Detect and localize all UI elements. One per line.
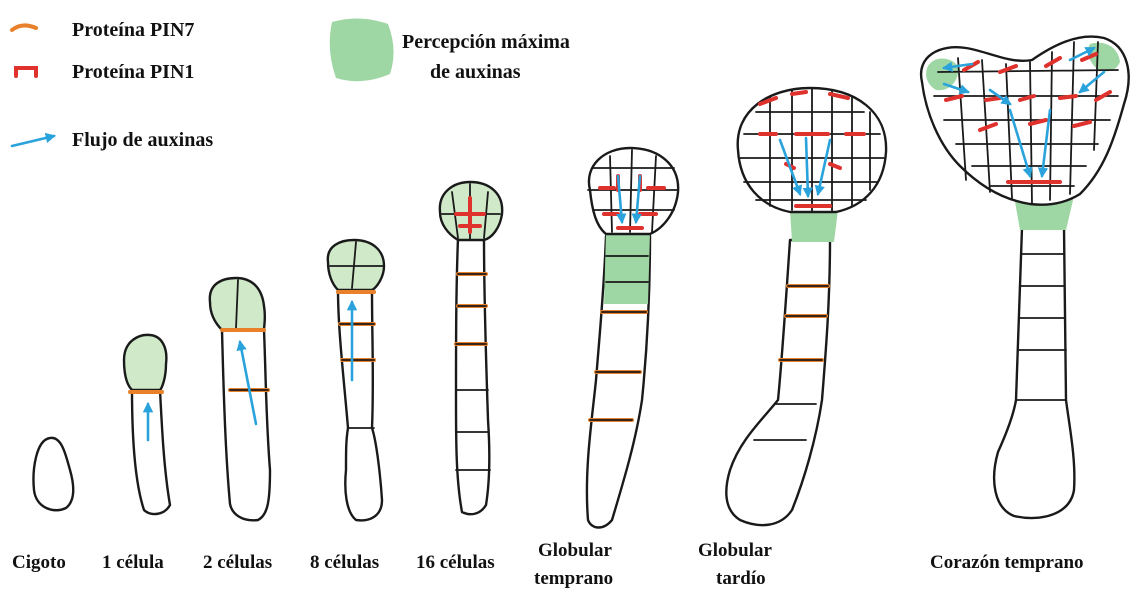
hypophysis [790, 210, 838, 242]
stage-label-early-globular-1: Globular [538, 540, 612, 561]
pin1-legend-label: Proteína PIN1 [72, 61, 194, 83]
pin7-swatch [12, 25, 36, 30]
stage-label-zygote: Cigoto [12, 552, 66, 573]
stage-two-cells [210, 278, 270, 520]
stage-label-eight-cells: 8 células [310, 552, 379, 573]
stage-zygote [34, 438, 74, 510]
auxin-max-legend-line2: de auxinas [430, 61, 521, 83]
flow-arrow-swatch [12, 136, 54, 146]
suspensor [222, 330, 270, 520]
stage-sixteen-cells [440, 182, 502, 514]
pin7-legend-label: Proteína PIN7 [72, 19, 194, 41]
stage-label-late-globular-2: tardío [716, 568, 766, 589]
proembryo [589, 148, 678, 234]
zygote-cell [34, 438, 74, 510]
stage-early-globular [587, 148, 678, 528]
hypophysis [604, 232, 650, 304]
suspensor [456, 238, 489, 514]
pin1-swatch [16, 68, 36, 76]
stage-labels: Cigoto 1 célula 2 células 8 células 16 c… [12, 540, 1084, 589]
auxin-max-legend-line1: Percepción máxima [402, 31, 570, 53]
stage-label-one-cell: 1 célula [102, 552, 164, 573]
stage-eight-cells [328, 240, 384, 520]
stage-label-late-globular-1: Globular [698, 540, 772, 561]
stage-label-two-cells: 2 células [203, 552, 272, 573]
auxin-max-swatch [330, 18, 394, 81]
stage-label-early-heart: Corazón temprano [930, 552, 1084, 573]
stage-early-heart [921, 37, 1129, 518]
stage-label-early-globular-2: temprano [534, 568, 613, 589]
stage-label-sixteen-cells: 16 células [416, 552, 495, 573]
suspensor [726, 240, 830, 525]
suspensor [994, 228, 1074, 518]
legend: Proteína PIN7 Proteína PIN1 Flujo de aux… [12, 18, 570, 151]
stage-one-cell [124, 335, 170, 514]
stage-late-globular [726, 88, 886, 525]
apical-cell [124, 335, 166, 390]
flow-legend-label: Flujo de auxinas [72, 129, 213, 151]
suspensor-cell [132, 390, 170, 514]
